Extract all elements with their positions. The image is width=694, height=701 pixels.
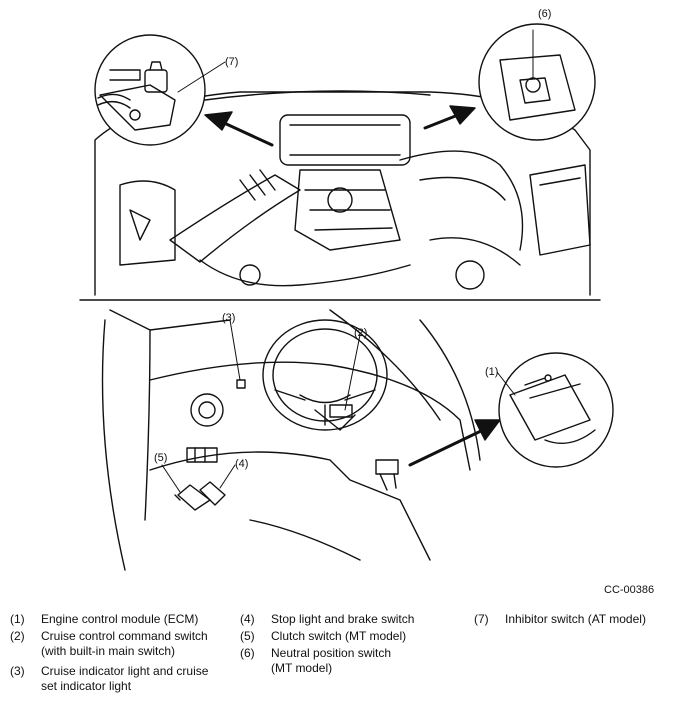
- legend-number: (2): [10, 629, 25, 643]
- legend-number: (5): [240, 629, 255, 643]
- legend-number: (3): [10, 664, 25, 678]
- legend-number: (6): [240, 646, 255, 660]
- callout-1: (1): [485, 366, 499, 378]
- legend-text: Engine control module (ECM): [41, 612, 199, 626]
- legend-text: Stop light and brake switch: [271, 612, 415, 626]
- callout-4: (4): [235, 458, 249, 470]
- engine-bay-drawing: [79, 23, 601, 301]
- legend-number: (4): [240, 612, 255, 626]
- legend-text: Inhibitor switch (AT model): [505, 612, 646, 626]
- cabin-drawing: [101, 309, 614, 571]
- legend-text: Cruise control command switch (with buil…: [41, 629, 208, 658]
- callout-6: (6): [538, 8, 552, 20]
- figure-id: CC-00386: [604, 584, 655, 596]
- legend-text: Neutral position switch (MT model): [271, 646, 392, 675]
- callout-7: (7): [225, 56, 239, 68]
- legend-number: (1): [10, 612, 25, 626]
- legend-number: (7): [474, 612, 489, 626]
- callout-3: (3): [222, 312, 236, 324]
- legend-text: Cruise indicator light and cruise set in…: [41, 664, 209, 693]
- component-location-illustration: [79, 23, 614, 571]
- callout-2: (2): [354, 327, 368, 339]
- callout-5: (5): [154, 452, 168, 464]
- legend-text: Clutch switch (MT model): [271, 629, 407, 643]
